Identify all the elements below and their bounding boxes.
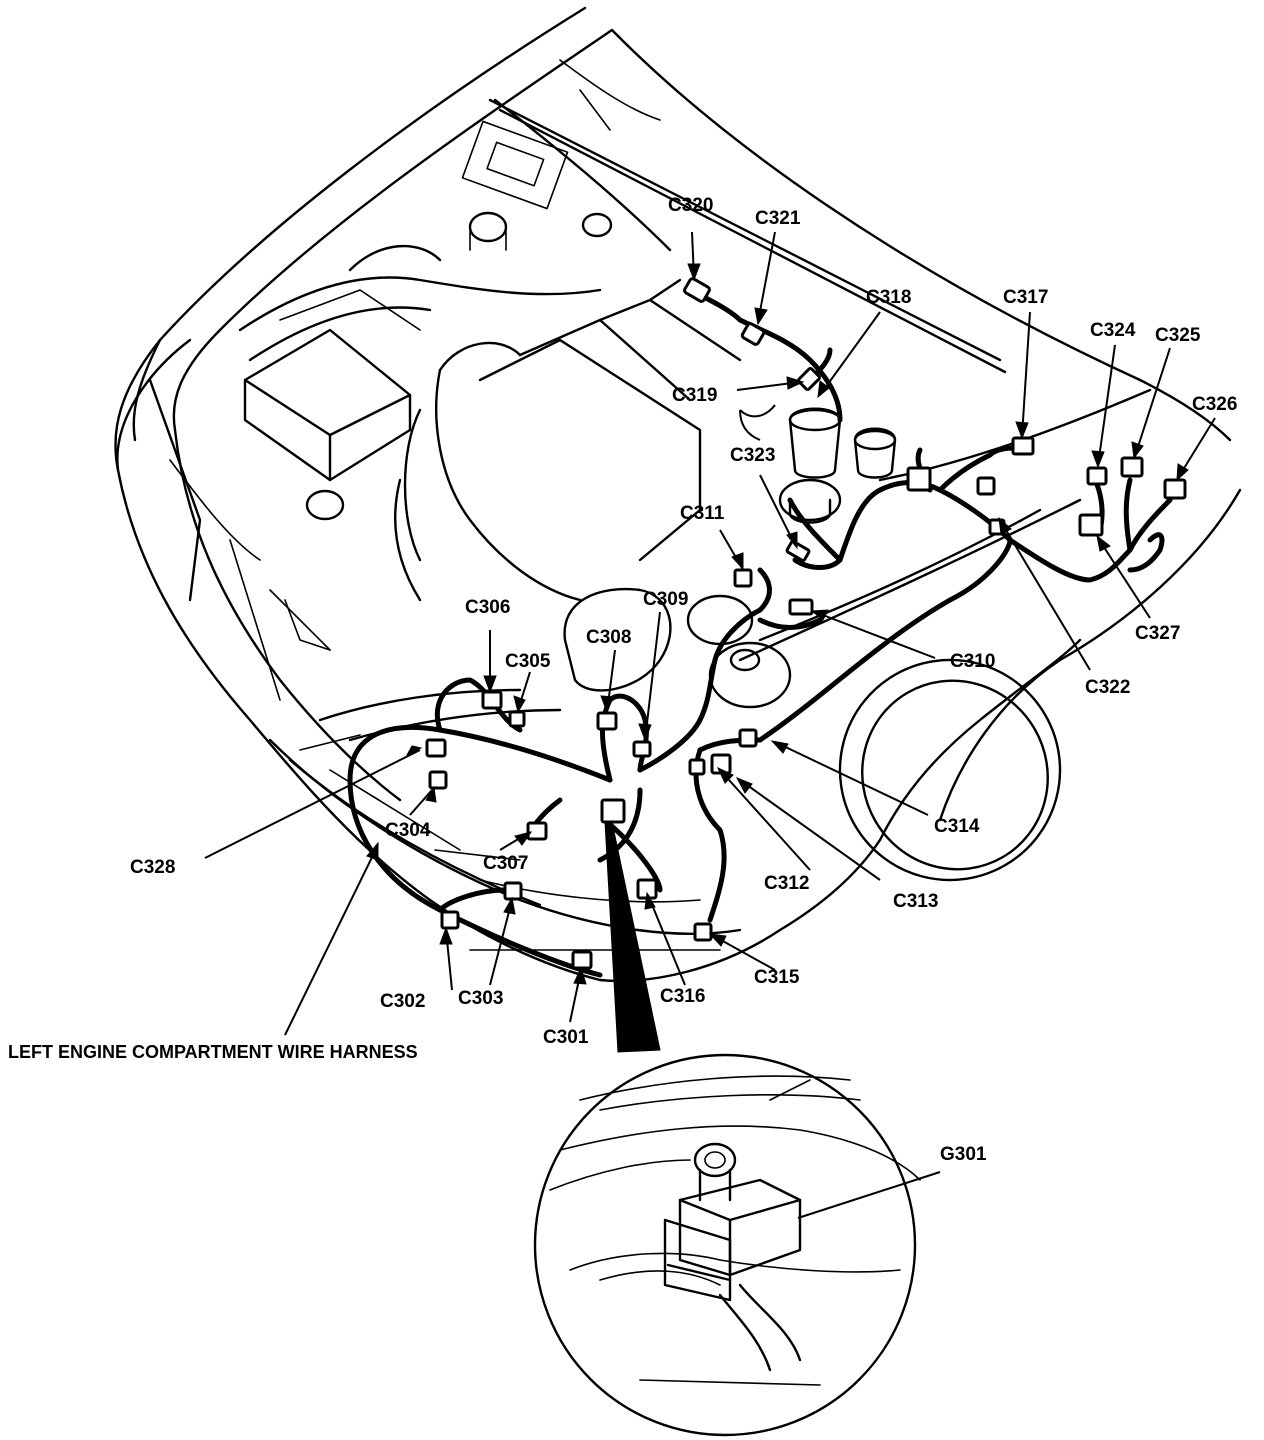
connector-label-c319: C319 (672, 385, 717, 406)
connector-label-c321: C321 (755, 208, 801, 229)
connector-label-c315: C315 (754, 967, 800, 988)
connector-label-c306: C306 (465, 597, 510, 618)
connector-label-c323: C323 (730, 445, 775, 466)
connector-label-c313: C313 (893, 891, 938, 912)
connector-label-c322: C322 (1085, 677, 1130, 698)
connector-label-c328: C328 (130, 857, 175, 878)
connector-label-c318: C318 (866, 287, 911, 308)
connector-bodies (425, 277, 1187, 970)
connector-label-c325: C325 (1155, 325, 1201, 346)
connector-label-c314: C314 (934, 816, 980, 837)
detail-callout (533, 821, 921, 1437)
connector-label-c316: C316 (660, 986, 705, 1007)
connector-label-c308: C308 (586, 627, 631, 648)
connector-label-c303: C303 (458, 988, 503, 1009)
connector-label-c312: C312 (764, 873, 809, 894)
harness-caption: LEFT ENGINE COMPARTMENT WIRE HARNESS (8, 1042, 418, 1062)
connector-label-c317: C317 (1003, 287, 1048, 308)
connector-label-c311: C311 (680, 503, 725, 524)
ground-label-g301: G301 (940, 1144, 987, 1165)
connector-label-c320: C320 (668, 195, 713, 216)
connector-label-c326: C326 (1192, 394, 1237, 415)
connector-label-c324: C324 (1090, 320, 1136, 341)
labels: C301 C302 C303 C304 C305 C306 C307 C308 … (8, 195, 1237, 1165)
wire-harness (347, 287, 1173, 978)
connector-label-c309: C309 (643, 589, 688, 610)
connector-label-c305: C305 (505, 651, 551, 672)
connector-label-c310: C310 (950, 651, 995, 672)
connector-label-c307: C307 (483, 853, 528, 874)
connector-label-c302: C302 (380, 991, 425, 1012)
connector-label-c304: C304 (385, 820, 431, 841)
arrowheads (366, 263, 1189, 985)
leader-lines (204, 231, 1216, 1219)
connector-label-c301: C301 (543, 1027, 589, 1048)
connector-label-c327: C327 (1135, 623, 1180, 644)
vehicle-body-outline (114, 6, 1242, 983)
